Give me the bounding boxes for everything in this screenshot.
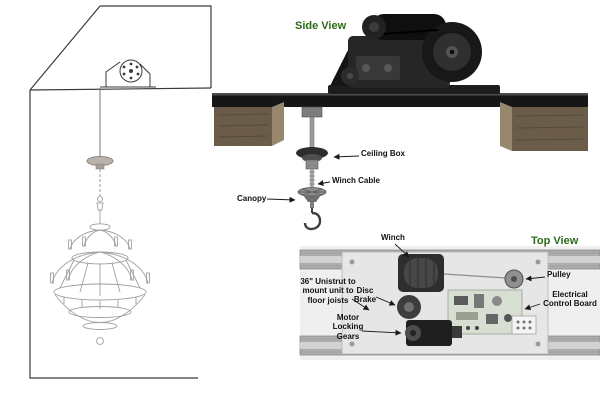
hook-icon — [303, 208, 322, 231]
room-sketch — [29, 5, 212, 379]
motor-locking-gears-label: Motor Locking Gears — [332, 313, 364, 341]
winch-cable-label: Winch Cable — [332, 176, 380, 185]
top-view-photo — [299, 246, 600, 360]
mounting-board — [212, 93, 588, 107]
winch-drum-top — [398, 254, 444, 292]
winch-cable-top — [443, 273, 507, 279]
leader-lines — [266, 153, 546, 336]
joist-right — [500, 102, 588, 151]
winch-label: Winch — [381, 233, 405, 242]
hanger-assembly — [296, 106, 328, 187]
cable-and-medallion — [86, 88, 114, 196]
ceiling-box-label: Ceiling Box — [361, 149, 406, 158]
ceiling-winch-sketch — [100, 59, 156, 88]
terminal-block-drawing — [511, 315, 537, 335]
pulley-drawing — [504, 269, 524, 289]
pulley-label: Pulley — [547, 270, 571, 279]
electrical-control-board-label: Electrical Control Board — [543, 290, 597, 309]
canopy-drawing — [297, 187, 327, 208]
joist-left — [214, 102, 284, 146]
canopy-label: Canopy — [237, 194, 267, 203]
side-view-title: Side View — [295, 20, 347, 32]
disc-brake-label: Disc Brake — [353, 286, 377, 305]
top-view-title: Top View — [531, 235, 579, 247]
unistrut-label: 36" Unistrut to mount unit to floor jois… — [300, 277, 356, 305]
disc-brake-drawing — [397, 295, 421, 319]
chandelier-sketch — [50, 195, 150, 345]
motor-drawing — [405, 320, 462, 346]
winch-machine-side — [328, 14, 500, 94]
